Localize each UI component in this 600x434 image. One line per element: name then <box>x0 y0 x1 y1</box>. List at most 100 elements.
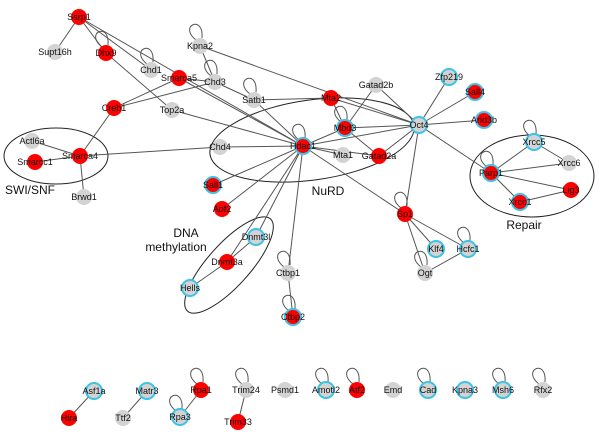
node-circle[interactable] <box>459 240 477 258</box>
node-chd3[interactable]: Chd3 <box>204 74 226 90</box>
node-emd[interactable]: Emd <box>384 382 403 398</box>
node-circle[interactable] <box>164 102 180 118</box>
node-smarcc1[interactable]: Smarcc1 <box>17 154 53 170</box>
node-circle[interactable] <box>171 408 189 426</box>
node-circle[interactable] <box>482 164 500 182</box>
node-circle[interactable] <box>563 182 579 198</box>
node-rpa3[interactable]: Rpa3 <box>169 408 191 426</box>
node-creb1[interactable]: Creb1 <box>102 100 127 116</box>
node-kpna3[interactable]: Kpna3 <box>452 381 478 399</box>
node-circle[interactable] <box>419 381 437 399</box>
node-circle[interactable] <box>98 45 114 61</box>
node-trim24[interactable]: Trim24 <box>232 382 260 398</box>
node-amotl2[interactable]: Amotl2 <box>312 381 340 399</box>
node-rfx2[interactable]: Rfx2 <box>534 382 553 398</box>
node-circle[interactable] <box>246 92 262 108</box>
node-circle[interactable] <box>417 265 433 281</box>
node-parp1[interactable]: Parp1 <box>479 164 503 182</box>
node-circle[interactable] <box>511 193 529 211</box>
node-circle[interactable] <box>24 133 40 149</box>
node-ctbp1[interactable]: Ctbp1 <box>276 265 300 281</box>
node-ctbp2[interactable]: Ctbp2 <box>281 308 305 326</box>
node-circle[interactable] <box>284 308 302 326</box>
node-hells[interactable]: Hells <box>180 279 201 297</box>
node-msh6[interactable]: Msh6 <box>492 381 514 399</box>
node-lig3[interactable]: Lig3 <box>562 182 580 198</box>
node-matr3[interactable]: Matr3 <box>135 382 159 400</box>
node-circle[interactable] <box>61 410 77 426</box>
node-circle[interactable] <box>238 382 254 398</box>
node-circle[interactable] <box>456 381 474 399</box>
node-circle[interactable] <box>440 68 458 86</box>
node-circle[interactable] <box>192 38 208 54</box>
node-smarca5[interactable]: Smarca5 <box>161 70 197 86</box>
node-mta2[interactable]: Mta2 <box>321 90 341 106</box>
node-smarca4[interactable]: Smarca4 <box>62 148 98 164</box>
node-sall4[interactable]: Sall4 <box>465 83 485 101</box>
node-circle[interactable] <box>535 382 551 398</box>
node-hcfc1[interactable]: Hcfc1 <box>456 240 480 258</box>
node-arid3b[interactable]: Arid3b <box>471 111 497 129</box>
node-circle[interactable] <box>219 254 235 270</box>
node-circle[interactable] <box>138 382 156 400</box>
node-circle[interactable] <box>214 201 230 217</box>
node-circle[interactable] <box>277 382 293 398</box>
node-circle[interactable] <box>525 133 543 151</box>
node-xrcc1[interactable]: Xrcc1 <box>508 193 532 211</box>
node-circle[interactable] <box>106 100 122 116</box>
node-xrcc6[interactable]: Xrcc6 <box>557 155 581 171</box>
node-circle[interactable] <box>475 111 493 129</box>
node-circle[interactable] <box>143 62 159 78</box>
node-circle[interactable] <box>397 206 413 222</box>
node-psmd1[interactable]: Psmd1 <box>271 382 299 398</box>
node-circle[interactable] <box>72 148 88 164</box>
node-asf1a[interactable]: Asf1a <box>82 382 106 400</box>
node-circle[interactable] <box>349 382 365 398</box>
node-circle[interactable] <box>335 147 351 163</box>
node-circle[interactable] <box>76 189 92 205</box>
node-circle[interactable] <box>561 155 577 171</box>
node-sall1[interactable]: Sall1 <box>203 176 223 194</box>
node-top2a[interactable]: Top2a <box>160 102 185 118</box>
node-circle[interactable] <box>317 381 335 399</box>
node-xrcc5[interactable]: Xrcc5 <box>522 133 546 151</box>
node-chd1[interactable]: Chd1 <box>140 62 162 78</box>
node-gatad2b[interactable]: Gatad2b <box>359 77 394 93</box>
node-brwd1[interactable]: Brwd1 <box>71 189 97 205</box>
node-circle[interactable] <box>427 240 445 258</box>
node-circle[interactable] <box>47 44 63 60</box>
node-circle[interactable] <box>385 382 401 398</box>
node-circle[interactable] <box>193 382 209 398</box>
node-zfp219[interactable]: Zfp219 <box>435 68 463 86</box>
node-circle[interactable] <box>85 382 103 400</box>
node-circle[interactable] <box>336 119 354 137</box>
node-dnmt3l[interactable]: Dnmt3l <box>242 228 271 246</box>
node-circle[interactable] <box>323 90 339 106</box>
node-circle[interactable] <box>230 414 246 430</box>
node-dhx9[interactable]: Dhx9 <box>95 45 117 61</box>
node-kpna2[interactable]: Kpna2 <box>187 38 213 54</box>
node-mta1[interactable]: Mta1 <box>333 147 353 163</box>
node-sp1[interactable]: Sp1 <box>397 206 413 222</box>
node-ogt[interactable]: Ogt <box>417 265 433 281</box>
node-rpa1[interactable]: Rpa1 <box>190 382 212 398</box>
node-aof2[interactable]: Aof2 <box>213 201 232 217</box>
node-circle[interactable] <box>466 83 484 101</box>
node-chd4[interactable]: Chd4 <box>209 139 231 155</box>
node-gatad2a[interactable]: Gatad2a <box>362 148 397 164</box>
node-actl6a[interactable]: Actl6a <box>19 133 45 149</box>
node-mbd3[interactable]: Mbd3 <box>334 119 357 137</box>
node-circle[interactable] <box>280 265 296 281</box>
node-supt16h[interactable]: Supt16h <box>38 44 72 60</box>
node-circle[interactable] <box>294 137 312 155</box>
node-circle[interactable] <box>368 77 384 93</box>
node-trim33[interactable]: Trim33 <box>224 414 252 430</box>
node-circle[interactable] <box>204 176 222 194</box>
node-circle[interactable] <box>371 148 387 164</box>
node-oct4[interactable]: Oct4 <box>409 116 429 134</box>
node-circle[interactable] <box>207 74 223 90</box>
node-dnmt3a[interactable]: Dnmt3a <box>211 254 243 270</box>
node-circle[interactable] <box>410 116 428 134</box>
node-ssrp1[interactable]: Ssrp1 <box>67 9 91 25</box>
node-satb1[interactable]: Satb1 <box>242 92 266 108</box>
